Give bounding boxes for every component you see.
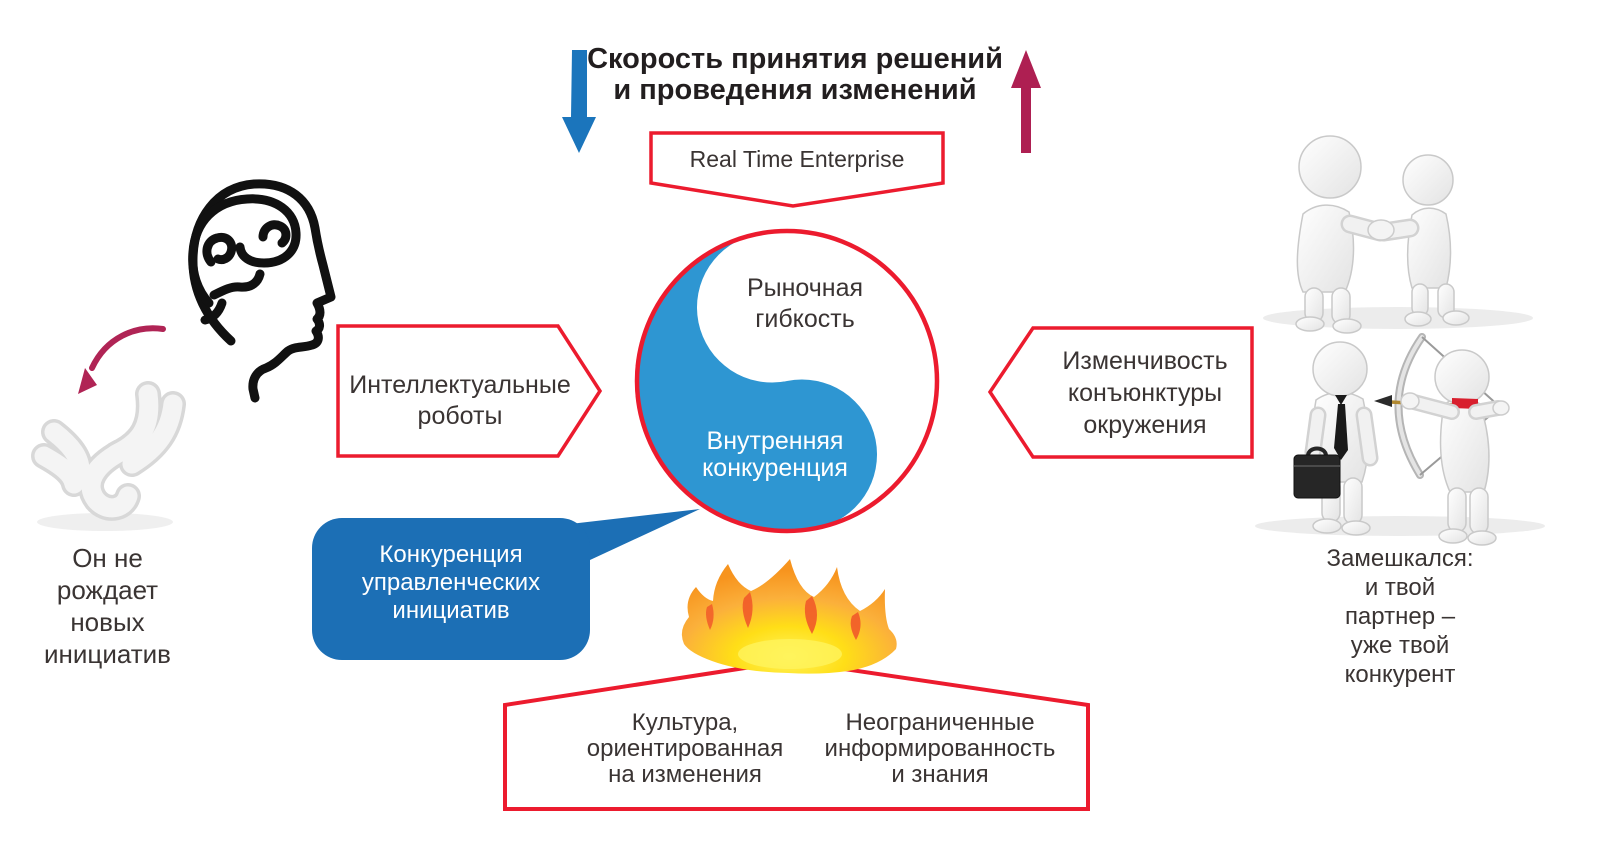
- banner-shape: [649, 131, 945, 208]
- right-arrow-label: Изменчивость конъюнктуры окружения: [1062, 347, 1228, 439]
- curved-arrow-icon: [78, 325, 166, 394]
- businessman-archer-illustration: [1255, 333, 1545, 546]
- up-arrow-icon: [1011, 50, 1041, 153]
- page-title: Скорость принятия решений и проведения и…: [587, 43, 1003, 106]
- speech-bubble-label: Конкуренция управленческих инициатив: [361, 541, 541, 624]
- flame-icon: [681, 559, 897, 674]
- circle-bottom-label: Внутренняя конкуренция: [702, 427, 848, 482]
- yin-yang-circle: [634, 228, 940, 534]
- handshake-figures-illustration: [1263, 135, 1533, 334]
- left-arrow-shape: [336, 324, 603, 458]
- bottom-box-right-label: Неограниченные информированность и знани…: [824, 709, 1056, 788]
- fallen-figure-illustration: [31, 381, 186, 531]
- bottom-box-left-label: Культура, ориентированная на изменения: [586, 709, 784, 788]
- down-arrow-icon: [562, 50, 596, 153]
- speech-bubble-shape: [312, 509, 700, 660]
- left-arrow-label: Интеллектуальные роботы: [349, 371, 571, 430]
- right-caption: Замешкался: и твой партнер – уже твой ко…: [1326, 545, 1474, 688]
- right-arrow-shape: [987, 326, 1254, 459]
- banner-label: Real Time Enterprise: [689, 146, 905, 172]
- brain-head-icon: [188, 179, 336, 403]
- left-caption: Он не рождает новых инициатив: [44, 543, 171, 669]
- circle-top-label: Рыночная гибкость: [746, 274, 864, 333]
